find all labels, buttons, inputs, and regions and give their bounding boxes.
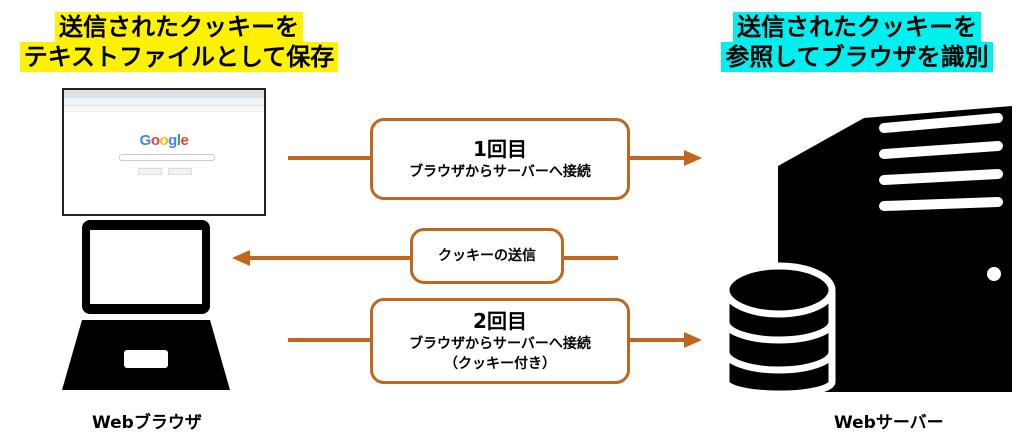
request2-box: 2回目 ブラウザからサーバーへ接続 （クッキー付き） <box>370 298 630 384</box>
server-icon <box>722 106 1012 394</box>
cookie-send-label: クッキーの送信 <box>438 248 536 264</box>
left-title-line1: 送信されたクッキーを <box>55 12 303 42</box>
right-caption: Webサーバー <box>834 413 944 433</box>
browser-lucky-button <box>168 168 192 175</box>
request1-arrow-line-right <box>628 156 684 160</box>
request1-title: 1回目 <box>473 137 527 161</box>
request1-desc: ブラウザからサーバーへ接続 <box>409 164 591 180</box>
request1-arrowhead <box>684 150 702 166</box>
cookie-send-box: クッキーの送信 <box>410 228 564 284</box>
left-title: 送信されたクッキーを テキストファイルとして保存 <box>14 12 344 72</box>
right-title: 送信されたクッキーを 参照してブラウザを識別 <box>702 12 1012 72</box>
left-caption: Webブラウザ <box>92 413 202 433</box>
browser-search-bar <box>119 154 215 161</box>
request2-arrow-line-right <box>628 338 684 342</box>
laptop-icon <box>62 220 230 390</box>
browser-tab-bar <box>64 90 264 98</box>
request2-note: （クッキー付き） <box>444 356 556 372</box>
cookie-arrow-line-right <box>562 256 618 260</box>
browser-search-button <box>138 168 162 175</box>
request2-arrowhead <box>684 332 702 348</box>
browser-toolbar <box>64 98 264 106</box>
request2-arrow-line-left <box>288 338 372 342</box>
cookie-arrow-line-left <box>248 256 412 260</box>
request2-desc: ブラウザからサーバーへ接続 <box>409 336 591 352</box>
request2-title: 2回目 <box>473 309 527 333</box>
cookie-arrowhead <box>232 250 250 266</box>
right-title-line1: 送信されたクッキーを <box>733 12 981 42</box>
google-logo: Google <box>139 132 189 149</box>
right-title-line2: 参照してブラウザを識別 <box>721 42 993 72</box>
browser-bookmarks-bar <box>64 106 264 112</box>
request1-arrow-line-left <box>288 156 372 160</box>
browser-screenshot: Google <box>62 88 266 216</box>
left-title-line2: テキストファイルとして保存 <box>19 42 339 72</box>
request1-box: 1回目 ブラウザからサーバーへ接続 <box>370 118 630 200</box>
